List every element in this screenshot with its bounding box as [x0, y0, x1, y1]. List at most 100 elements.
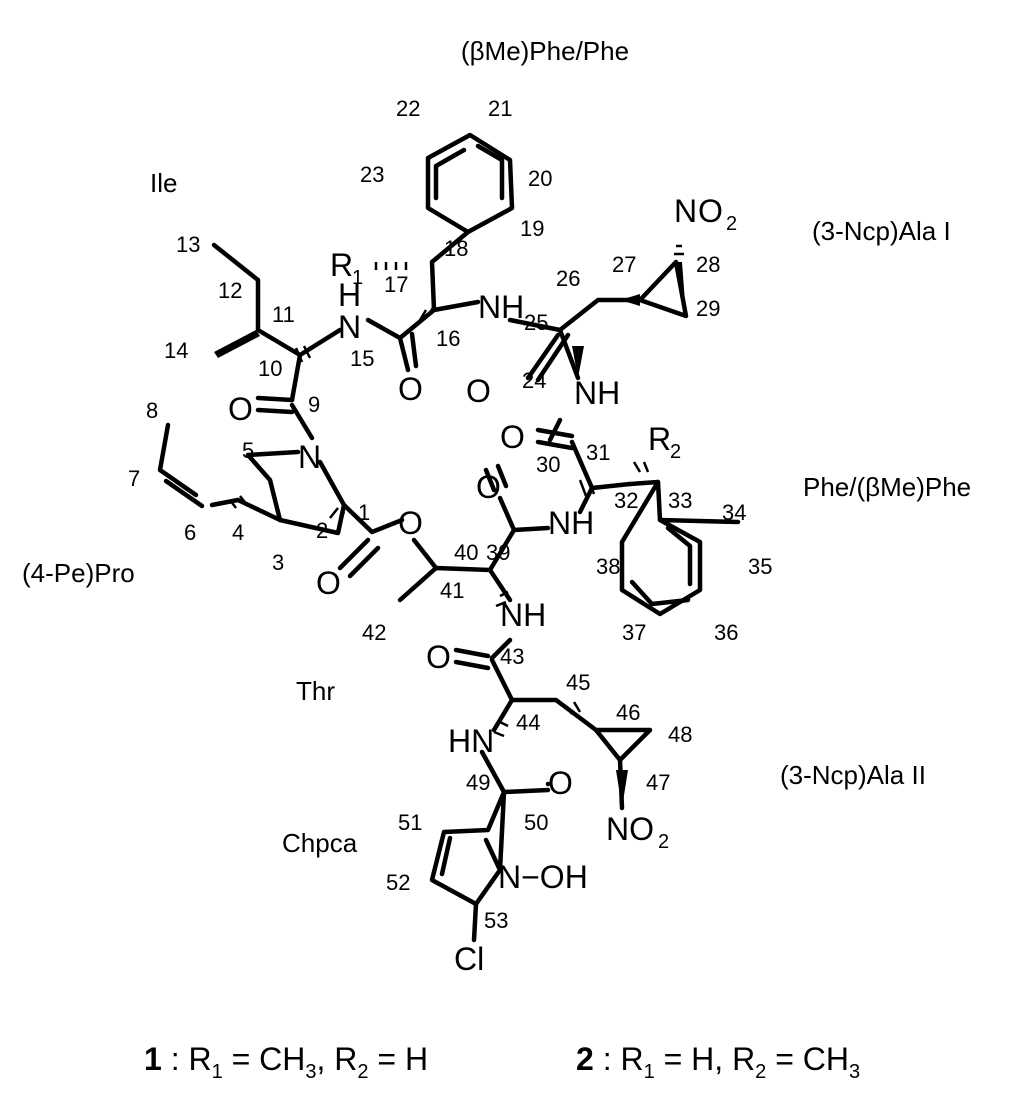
residue-label-ile: Ile: [150, 168, 177, 198]
residue-label-4-pe-pro: (4-Pe)Pro: [22, 558, 135, 588]
atom-r2-sub: 2: [670, 441, 681, 463]
caption-2-number: 2: [576, 1041, 594, 1077]
caption-compound-2: 2 : R1 = H, R2 = CH3: [576, 1041, 860, 1083]
atom-o-ester: O: [398, 505, 423, 541]
caption-2-sub-b: 2: [755, 1061, 766, 1083]
atom-o-39: O: [476, 469, 501, 505]
caption-2-text-b: = H, R: [655, 1041, 755, 1077]
position-number: 19: [520, 216, 544, 241]
caption-1-text-c: , R: [317, 1041, 358, 1077]
atom-r1: R: [330, 247, 353, 283]
position-number: 16: [436, 326, 460, 351]
atom-labels: N O 2 R 1 H N NH O O O NH O R 2 N O O NH…: [228, 193, 737, 977]
position-number: 22: [396, 96, 420, 121]
position-number: 11: [272, 302, 295, 327]
atom-nitro-sub-1: 2: [726, 213, 737, 235]
atom-nh-41: NH: [500, 597, 546, 633]
position-number: 38: [596, 554, 620, 579]
position-number: 32: [614, 488, 638, 513]
residue-label-bmephe-phe: (βMe)Phe/Phe: [461, 36, 629, 66]
position-number: 34: [722, 500, 746, 525]
position-number: 20: [528, 166, 552, 191]
position-number: 15: [350, 346, 374, 371]
position-number: 30: [536, 452, 560, 477]
position-number: 29: [696, 296, 720, 321]
caption-2-sub-c: 3: [849, 1061, 860, 1083]
atom-cl: Cl: [454, 941, 484, 977]
residue-label-phe-bmephe: Phe/(βMe)Phe: [803, 472, 971, 502]
caption-1-number: 1: [144, 1041, 162, 1077]
position-number: 40: [454, 540, 478, 565]
caption-1-sub-c: 2: [357, 1061, 368, 1083]
atom-nitro-o-1: O: [698, 193, 723, 229]
position-number: 27: [612, 252, 636, 277]
atom-nh-39: NH: [548, 505, 594, 541]
atom-nitro-n-1: N: [674, 193, 697, 229]
position-number: 7: [128, 466, 140, 491]
position-number: 47: [646, 770, 670, 795]
atom-o-49: O: [548, 765, 573, 801]
atom-r2: R: [648, 421, 671, 457]
caption-2-text-c: = CH: [766, 1041, 849, 1077]
position-number: 43: [500, 644, 524, 669]
caption: 1 : R1 = CH3, R2 = H 2 : R1 = H, R2 = CH…: [144, 1041, 860, 1083]
atom-o-43: O: [426, 639, 451, 675]
position-number: 31: [586, 440, 610, 465]
caption-1-text-b: = CH: [223, 1041, 306, 1077]
atom-n-oh: N−OH: [498, 859, 588, 895]
atom-nitro-sub-2: 2: [658, 831, 669, 853]
atom-o-15: O: [398, 371, 423, 407]
position-number: 17: [384, 272, 408, 297]
position-number: 5: [242, 438, 254, 463]
caption-1-sub-b: 3: [305, 1061, 316, 1083]
atom-nh-16: NH: [478, 289, 524, 325]
atom-r1-sub: 1: [352, 267, 363, 289]
atom-o-1: O: [316, 565, 341, 601]
position-number: 36: [714, 620, 738, 645]
position-number: 14: [164, 338, 188, 363]
position-number: 35: [748, 554, 772, 579]
position-number: 1: [358, 500, 370, 525]
atom-nitro-2: NO: [606, 811, 654, 847]
atom-hn-44: HN: [448, 723, 494, 759]
position-number: 44: [516, 710, 540, 735]
caption-2-text-a: : R: [594, 1041, 644, 1077]
position-number: 18: [444, 236, 468, 261]
position-number: 45: [566, 670, 590, 695]
position-number: 6: [184, 520, 196, 545]
position-number: 8: [146, 398, 158, 423]
caption-compound-1: 1 : R1 = CH3, R2 = H: [144, 1041, 428, 1083]
position-number: 25: [524, 310, 548, 335]
atom-nh-24: NH: [574, 375, 620, 411]
caption-1-sub-a: 1: [212, 1061, 223, 1083]
atom-n-pro: N: [298, 439, 321, 475]
position-number: 13: [176, 232, 200, 257]
position-numbers: 1 2 3 4 5 6 7 8 9 10 11 12 13 14 15 16 1…: [128, 96, 772, 933]
residue-label-thr: Thr: [296, 676, 335, 706]
atom-o-9: O: [228, 391, 253, 427]
caption-1-text-a: : R: [162, 1041, 212, 1077]
position-number: 23: [360, 162, 384, 187]
position-number: 53: [484, 908, 508, 933]
position-number: 46: [616, 700, 640, 725]
atom-h-15: H: [338, 277, 361, 313]
position-number: 37: [622, 620, 646, 645]
position-number: 9: [308, 392, 320, 417]
atom-o-30: O: [500, 419, 525, 455]
position-number: 4: [232, 520, 244, 545]
position-number: 28: [696, 252, 720, 277]
residue-labels: (βMe)Phe/Phe Ile (3-Ncp)Ala I Phe/(βMe)P…: [22, 36, 971, 858]
position-number: 51: [398, 810, 422, 835]
caption-2-sub-a: 1: [644, 1061, 655, 1083]
position-number: 33: [668, 488, 692, 513]
caption-1-text-d: = H: [369, 1041, 429, 1077]
position-number: 2: [316, 518, 328, 543]
position-number: 42: [362, 620, 386, 645]
position-number: 24: [522, 368, 546, 393]
position-number: 52: [386, 870, 410, 895]
position-number: 41: [440, 578, 464, 603]
bond-skeleton: [157, 132, 741, 943]
position-number: 21: [488, 96, 512, 121]
residue-label-ncp-ala-2: (3-Ncp)Ala II: [780, 760, 926, 790]
